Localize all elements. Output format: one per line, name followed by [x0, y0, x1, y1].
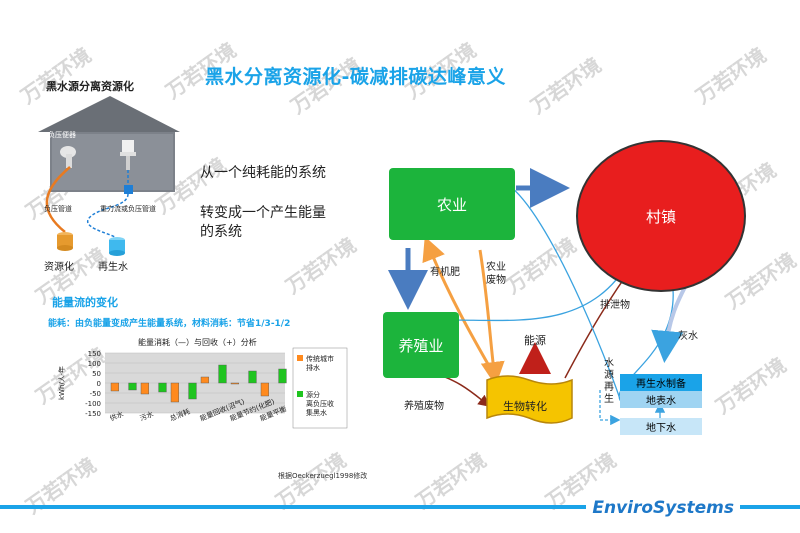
chart-bar [140, 382, 150, 395]
chart-bar [278, 368, 287, 384]
chart-bar [110, 382, 120, 392]
credit-text: 根据Oeckerzuegl1998修改 [278, 472, 368, 480]
chart-ytick: 50 [92, 370, 101, 378]
chart-bar [170, 382, 180, 403]
chart-bar [188, 382, 197, 400]
resource-tank-icon [57, 235, 73, 248]
organic-fert-label: 有机肥 [430, 267, 460, 278]
chart-ytick: -150 [85, 410, 101, 418]
arrow-village-to-breeding [447, 259, 631, 326]
page-title: 黑水分离资源化-碳减排碳达峰意义 [205, 66, 506, 88]
village-circle: 村镇 [576, 140, 746, 292]
sink-icon [122, 140, 134, 152]
chart-legend-label: 源分 [306, 390, 320, 399]
chart-bar [230, 382, 240, 385]
vacuum-pipe [45, 166, 71, 233]
agriculture-box: 农业 [389, 168, 515, 240]
surface-water-box: 地表水 [620, 391, 702, 408]
description-line2: 转变成一个产生能量 [200, 205, 326, 221]
energy-subtitle: 能耗：由负能量变成产生能量系统，材料消耗：节省1/3-1/2 [48, 319, 291, 329]
chart-legend-label: 传统城市 [306, 354, 334, 363]
chart-legend-label: 集黑水 [306, 408, 327, 417]
energy-label: 能源 [524, 334, 546, 347]
reclaimed-water-box: 再生水制备 [620, 374, 702, 391]
energy-title: 能量流的变化 [52, 296, 118, 309]
bio-conversion-shape [486, 375, 573, 424]
arrow-agri-waste [478, 249, 505, 386]
bio-label: 生物转化 [503, 400, 547, 413]
watermark-text: 万若环境 [411, 447, 491, 514]
chart-legend [292, 347, 348, 429]
house-roof [38, 96, 180, 132]
excrement-label: 排泄物 [600, 300, 630, 311]
chart-bar [128, 382, 137, 391]
water-regen-label: 水 源 再 生 [604, 358, 614, 405]
description-line1: 从一个纯耗能的系统 [200, 165, 326, 181]
chart-ytick: 100 [88, 360, 101, 368]
chart-bar [158, 382, 167, 393]
description-line3: 的系统 [200, 224, 242, 240]
agri-waste-label: 农业 废物 [486, 262, 506, 286]
house-diagram [38, 96, 180, 256]
chart-bar [260, 382, 270, 397]
breeding-waste-label: 养殖废物 [404, 401, 444, 412]
gravity-pipe-label: 重力流或负压管道 [100, 205, 156, 213]
groundwater-box: 地下水 [620, 418, 702, 435]
chart-title: 能量消耗（—）与回收（+）分析 [138, 338, 257, 347]
watermark-text: 万若环境 [691, 42, 771, 109]
watermark-text: 万若环境 [281, 232, 361, 299]
breeding-box: 养殖业 [383, 312, 459, 378]
chart-legend-label: 排水 [306, 363, 320, 372]
toilet-label: 负压便器 [48, 131, 76, 139]
gravity-pipe [87, 193, 129, 238]
energy-chart: 150100500-50-100-150kWh/人·年供水污水总消耗能量回收(沼… [57, 347, 348, 429]
greywater-label: 灰水 [678, 331, 698, 342]
chart-bar [200, 376, 210, 384]
chart-ytick: -50 [90, 390, 101, 398]
chart-bar [248, 370, 257, 384]
vacuum-pipe-label: 负压管道 [44, 205, 72, 213]
chart-legend-label: 离负压收 [306, 399, 334, 408]
reclaimed-water-label: 再生水 [98, 262, 128, 273]
chart-ytick: -100 [85, 400, 101, 408]
chart-legend-swatch [297, 391, 303, 397]
water-tank-icon [109, 240, 125, 253]
brand-logo: EnviroSystems [586, 498, 740, 518]
chart-bar [218, 364, 227, 384]
chart-legend-swatch [297, 355, 303, 361]
house-title: 黑水源分离资源化 [46, 80, 134, 93]
junction-box [124, 185, 133, 194]
footer-bar [0, 505, 800, 509]
chart-ytick: 0 [97, 380, 101, 388]
chart-ytick: 150 [88, 350, 101, 358]
resource-label: 资源化 [44, 262, 74, 273]
watermark-text: 万若环境 [526, 52, 606, 119]
chart-ylabel: kWh/人·年 [57, 366, 66, 400]
